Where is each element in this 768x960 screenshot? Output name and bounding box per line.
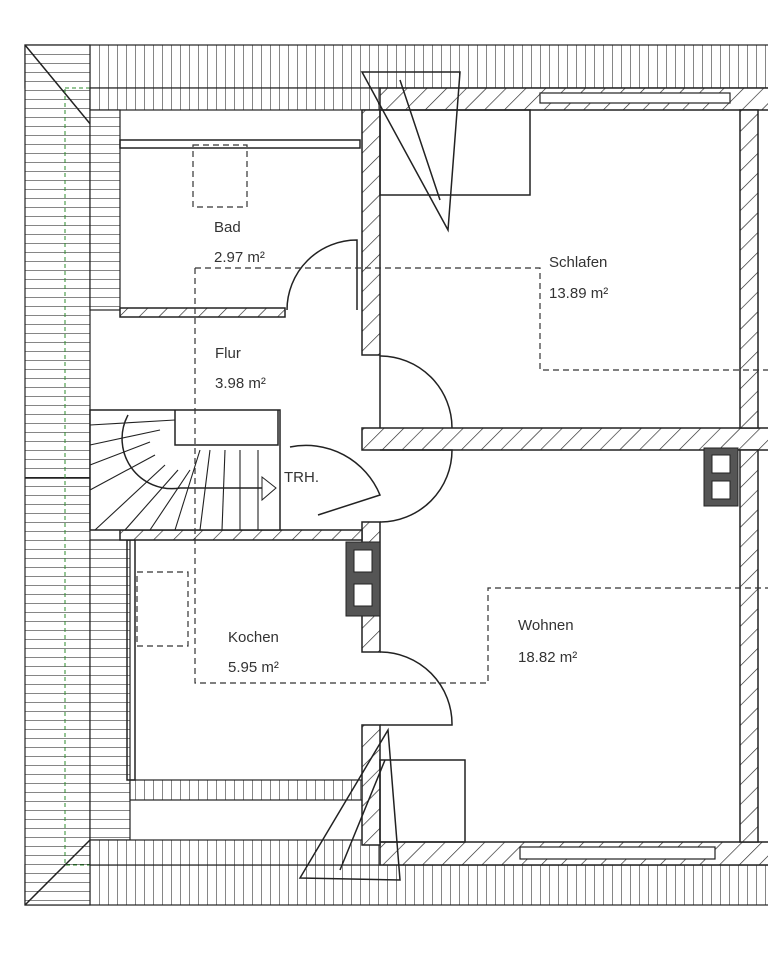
room-name-bad: Bad: [214, 219, 241, 236]
door-wohnen: [379, 449, 453, 523]
staircase: [89, 409, 281, 531]
chimney-1: [703, 447, 739, 507]
attic-ladder-top: [360, 71, 461, 233]
room-area-bad: 2.97 m²: [214, 249, 265, 266]
door-bad: [286, 239, 358, 311]
attic-ladder-bottom: [298, 727, 401, 881]
window-schlafen: [539, 92, 731, 104]
room-area-flur: 3.98 m²: [215, 375, 266, 392]
window-wohnen: [519, 846, 716, 860]
door-schlafen: [379, 355, 453, 429]
door-stair: [289, 444, 382, 516]
room-name-schlafen: Schlafen: [549, 254, 607, 271]
door-kochen: [379, 651, 453, 726]
roof-slope-line-upper: [195, 267, 768, 371]
room-name-wohnen: Wohnen: [518, 617, 574, 634]
skylight-bad: [192, 144, 248, 208]
room-name-flur: Flur: [215, 345, 241, 362]
room-area-schlafen: 13.89 m²: [549, 285, 608, 302]
skylight-kochen: [136, 571, 189, 647]
chimney-2: [345, 541, 381, 617]
room-area-wohnen: 18.82 m²: [518, 649, 577, 666]
roof-overhang: [24, 44, 768, 906]
room-name-kochen: Kochen: [228, 629, 279, 646]
room-area-kochen: 5.95 m²: [228, 659, 279, 676]
stair-label: TRH.: [284, 469, 319, 486]
interior-walls: [119, 109, 768, 846]
roof-slope-line-lower: [194, 268, 768, 684]
